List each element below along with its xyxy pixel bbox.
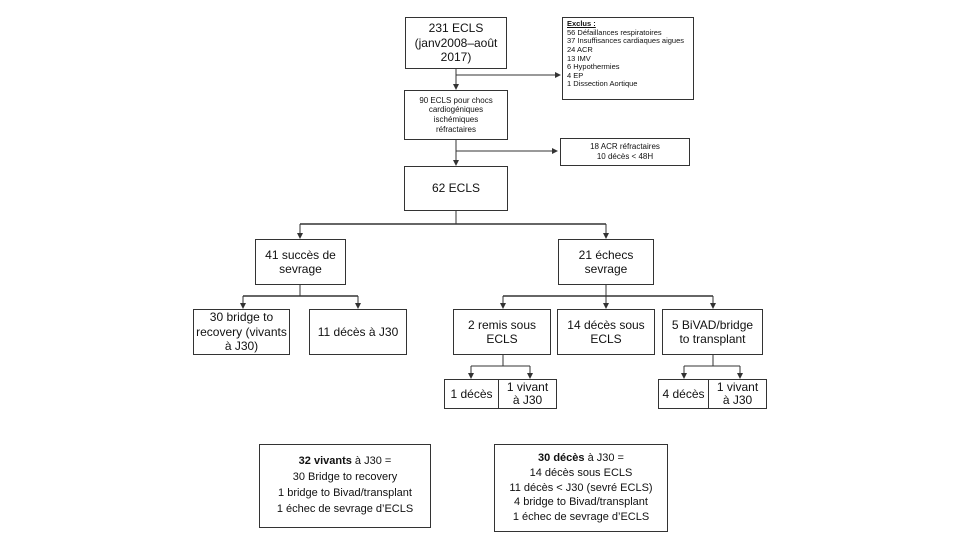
node-deces-14: 14 décès sous ECLS bbox=[557, 309, 655, 355]
node-chocs: 90 ECLS pour chocs cardiogéniques ischém… bbox=[404, 90, 508, 140]
exclus-item: 1 Dissection Aortique bbox=[567, 79, 638, 89]
node-total-line2: (janv2008–août bbox=[414, 35, 498, 50]
node-acr-line2: 10 décès < 48H bbox=[596, 152, 654, 161]
node-bivad-deces-label: 4 décès bbox=[662, 386, 705, 401]
summary-deces-bold: 30 décès bbox=[538, 451, 585, 464]
exclus-item: 13 IMV bbox=[567, 53, 591, 63]
exclus-item: 24 ACR bbox=[567, 44, 593, 54]
node-62-ecls: 62 ECLS bbox=[404, 166, 508, 211]
node-total-ecls: 231 ECLS (janv2008–août 2017) bbox=[405, 17, 507, 69]
node-chocs-line: réfractaires bbox=[435, 124, 476, 134]
summary-vivants-heading: 32 vivants à J30 = bbox=[299, 454, 392, 470]
summary-deces-rest: à J30 = bbox=[584, 451, 624, 464]
node-remis-vivant-line2: à J30 bbox=[512, 393, 543, 407]
node-deces-11-label: 11 décès à J30 bbox=[317, 324, 399, 339]
node-deces-14-line1: 14 décès sous bbox=[567, 317, 645, 332]
node-bridge-recovery: 30 bridge to recovery (vivants à J30) bbox=[193, 309, 290, 355]
node-bivad-vivant-line2: à J30 bbox=[722, 393, 753, 407]
node-succes-sevrage: 41 succès de sevrage bbox=[255, 239, 346, 285]
summary-deces-line: 1 échec de sevrage d’ECLS bbox=[512, 511, 650, 524]
exclus-item: 56 Défaillances respiratoires bbox=[567, 27, 662, 37]
node-remis-deces-label: 1 décès bbox=[450, 386, 493, 401]
node-bridge-recovery-line1: 30 bridge to bbox=[209, 310, 274, 325]
summary-vivants-line: 1 échec de sevrage d’ECLS bbox=[276, 502, 414, 515]
node-acr: 18 ACR réfractaires 10 décès < 48H bbox=[560, 138, 690, 166]
node-remis-line2: ECLS bbox=[486, 332, 518, 346]
node-remis-vivant-line1: 1 vivant bbox=[506, 380, 549, 395]
summary-vivants-line: 1 bridge to Bivad/transplant bbox=[278, 487, 412, 499]
node-bivad: 5 BiVAD/bridge to transplant bbox=[662, 309, 763, 355]
summary-deces-heading: 30 décès à J30 = bbox=[538, 451, 624, 466]
summary-vivants-line: 30 Bridge to recovery bbox=[292, 471, 398, 484]
exclus-item: 4 EP bbox=[567, 70, 584, 80]
node-succes-line2: sevrage bbox=[279, 262, 322, 276]
node-total-line3: 2017) bbox=[440, 50, 472, 65]
node-bivad-line1: 5 BiVAD/bridge bbox=[671, 317, 754, 332]
node-bivad-line2: to transplant bbox=[679, 332, 746, 346]
summary-deces-line: 11 décès < J30 (sevré ECLS) bbox=[509, 481, 653, 494]
node-chocs-line: 90 ECLS pour chocs bbox=[419, 95, 493, 105]
summary-deces: 30 décès à J30 = 14 décès sous ECLS 11 d… bbox=[494, 444, 668, 532]
summary-vivants-bold: 32 vivants bbox=[298, 455, 352, 468]
node-echecs-sevrage: 21 échecs sevrage bbox=[558, 239, 654, 285]
node-bivad-vivant-line1: 1 vivant bbox=[716, 380, 759, 395]
node-echecs-line2: sevrage bbox=[584, 262, 628, 276]
node-bivad-vivant: 1 vivant à J30 bbox=[708, 379, 767, 409]
node-echecs-line1: 21 échecs bbox=[578, 247, 634, 262]
node-deces-14-line2: ECLS bbox=[590, 332, 622, 346]
node-chocs-line: cardiogéniques bbox=[428, 105, 484, 115]
node-62-label: 62 ECLS bbox=[431, 181, 481, 196]
node-remis-ecls: 2 remis sous ECLS bbox=[453, 309, 551, 355]
exclus-item: 37 Insuffisances cardiaques aigues bbox=[567, 36, 685, 46]
node-bivad-deces: 4 décès bbox=[658, 379, 709, 409]
summary-vivants-rest: à J30 = bbox=[351, 455, 392, 468]
node-chocs-line: ischémiques bbox=[433, 115, 479, 124]
summary-deces-line: 14 décès sous ECLS bbox=[529, 466, 633, 479]
exclus-item: 6 Hypothermies bbox=[567, 62, 620, 72]
node-remis-vivant: 1 vivant à J30 bbox=[498, 379, 557, 409]
node-deces-11: 11 décès à J30 bbox=[309, 309, 407, 355]
node-succes-line1: 41 succès de bbox=[265, 247, 336, 262]
node-bridge-recovery-line3: à J30) bbox=[224, 339, 259, 354]
summary-deces-line: 4 bridge to Bivad/transplant bbox=[514, 496, 648, 509]
summary-vivants: 32 vivants à J30 = 30 Bridge to recovery… bbox=[259, 444, 431, 528]
node-total-line1: 231 ECLS bbox=[428, 21, 484, 36]
node-bridge-recovery-line2: recovery (vivants bbox=[196, 324, 287, 339]
node-acr-line1: 18 ACR réfractaires bbox=[590, 142, 660, 152]
node-remis-deces: 1 décès bbox=[444, 379, 499, 409]
node-remis-line1: 2 remis sous bbox=[467, 317, 537, 332]
node-exclus: Exclus : 56 Défaillances respiratoires 3… bbox=[562, 17, 694, 100]
exclus-title: Exclus : bbox=[567, 19, 596, 28]
